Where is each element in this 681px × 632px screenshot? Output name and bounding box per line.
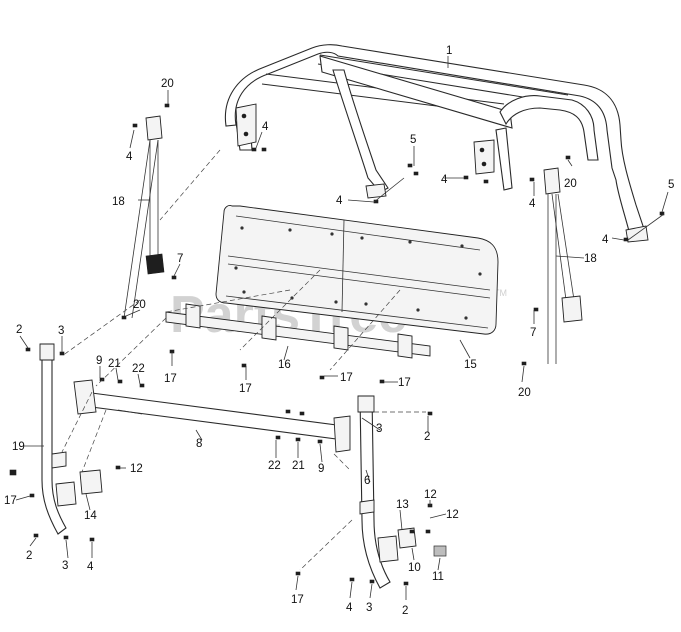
callout-2: 2 [26, 550, 32, 562]
callout-9: 9 [318, 463, 324, 475]
callout-21: 21 [108, 358, 121, 370]
callout-20: 20 [133, 299, 146, 311]
callout-3: 3 [366, 602, 372, 614]
callout-3: 3 [58, 325, 64, 337]
callout-4: 4 [336, 195, 343, 207]
callout-12: 12 [130, 463, 143, 475]
callout-17: 17 [4, 495, 17, 507]
callout-20: 20 [518, 387, 531, 399]
callout-20: 20 [564, 178, 577, 190]
left-upright [39, 343, 103, 535]
callout-4: 4 [262, 121, 269, 133]
callout-8: 8 [196, 438, 202, 450]
callout-12: 12 [446, 509, 459, 521]
callout-7: 7 [177, 253, 183, 265]
callout-22: 22 [132, 363, 145, 375]
callout-17: 17 [340, 372, 353, 384]
callout-16: 16 [278, 359, 291, 371]
callout-2: 2 [16, 324, 22, 336]
callout-4: 4 [346, 602, 353, 614]
callout-21: 21 [292, 460, 305, 472]
callout-17: 17 [164, 373, 177, 385]
callout-7: 7 [530, 327, 536, 339]
callout-18: 18 [112, 196, 125, 208]
cross-tube [73, 379, 351, 453]
callout-19: 19 [12, 441, 25, 453]
callout-9: 9 [96, 355, 102, 367]
callout-15: 15 [464, 359, 477, 371]
callout-20: 20 [161, 78, 174, 90]
callout-4: 4 [126, 151, 133, 163]
callout-3: 3 [62, 560, 68, 572]
callout-6: 6 [364, 475, 370, 487]
callout-4: 4 [602, 234, 609, 246]
callout-4: 4 [441, 174, 448, 186]
callout-5: 5 [668, 179, 674, 191]
fasteners [9, 103, 665, 586]
rear-panel [215, 205, 499, 335]
seat-belt-right [543, 167, 583, 364]
callout-17: 17 [398, 377, 411, 389]
callout-5: 5 [410, 134, 416, 146]
callout-17: 17 [239, 383, 252, 395]
callout-14: 14 [84, 510, 97, 522]
callout-4: 4 [87, 561, 94, 573]
callout-11: 11 [432, 571, 444, 583]
callout-4: 4 [529, 198, 536, 210]
callout-22: 22 [268, 460, 281, 472]
part-callouts: 1 20 4 4 5 4 4 20 4 18 7 5 4 18 20 7 2 3… [4, 45, 674, 617]
callout-17: 17 [291, 594, 304, 606]
right-upright [357, 395, 447, 589]
callout-12: 12 [424, 489, 437, 501]
callout-10: 10 [408, 562, 421, 574]
callout-1: 1 [446, 45, 452, 57]
watermark-tm: TM [494, 288, 507, 298]
callout-2: 2 [402, 605, 408, 617]
panel-rail [165, 303, 431, 359]
callout-3: 3 [376, 423, 382, 435]
callout-2: 2 [424, 431, 430, 443]
seat-belt-left [123, 115, 165, 319]
callout-18: 18 [584, 253, 597, 265]
callout-13: 13 [396, 499, 409, 511]
leader-lines [15, 90, 669, 600]
alignment-lines [61, 149, 426, 571]
